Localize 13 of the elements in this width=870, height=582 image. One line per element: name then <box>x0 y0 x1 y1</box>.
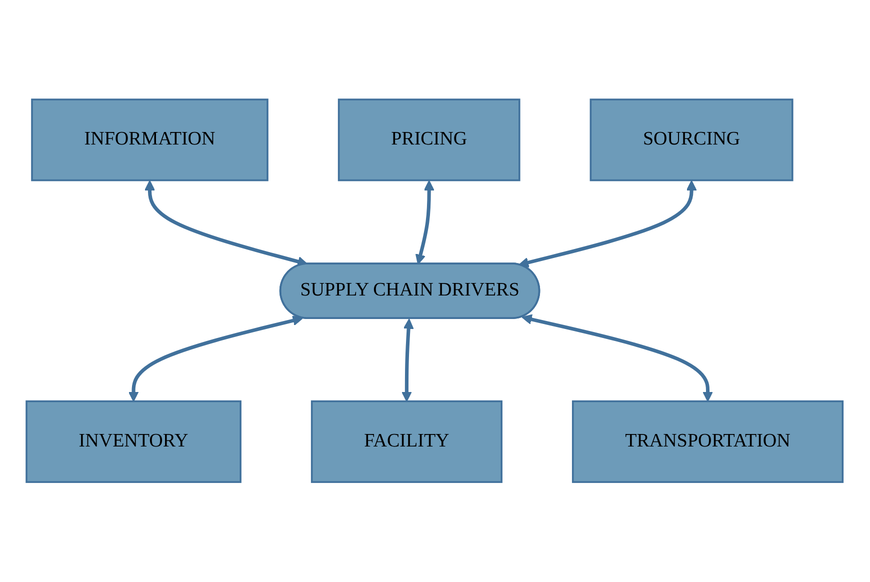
node-box <box>590 98 794 182</box>
node-box <box>311 400 503 484</box>
node-box <box>26 400 242 484</box>
arrow <box>522 314 714 402</box>
arrow <box>518 180 698 268</box>
arrow <box>416 180 435 265</box>
arrow <box>144 180 308 267</box>
diagram: INFORMATION PRICING SOURCING SUPPLY CHAIN DRIVERS INVENTORY FACILITY TRANSPORTATION <box>17 90 853 492</box>
arrow <box>402 318 414 402</box>
node-box <box>572 400 844 484</box>
node-box <box>338 98 521 182</box>
node-box <box>32 98 269 182</box>
arrow <box>128 316 304 402</box>
